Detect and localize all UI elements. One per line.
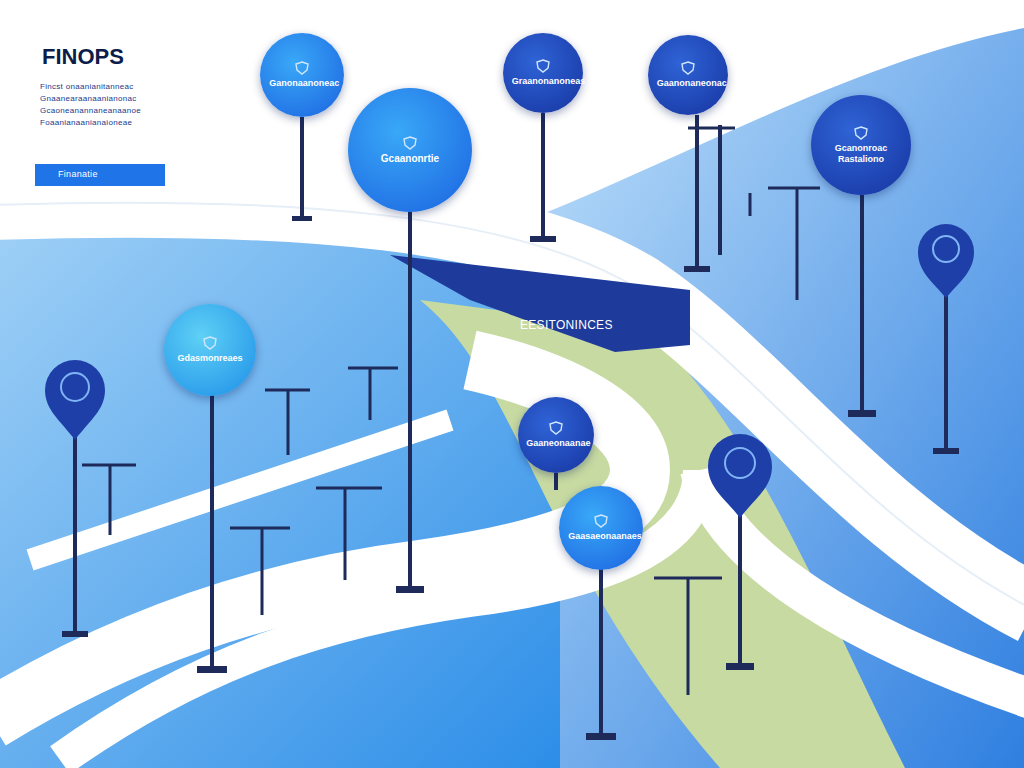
pin-circle: Gcaanonrtie [348, 88, 472, 212]
node-label: Gcaanonrtie [381, 153, 439, 165]
text-label: Gnaanearaanaanianonac [40, 94, 137, 103]
text-label: EESITONINCES [520, 318, 613, 332]
pin-circle: Gcanonroac Rastaliono [811, 95, 911, 195]
shield-icon [548, 421, 564, 435]
left-road [30, 420, 450, 560]
map-pins [45, 224, 974, 518]
pin-circle: Graanonanoneas [503, 33, 583, 113]
pin-circle: Gaaneonaanae [518, 397, 594, 473]
street-lamps [82, 125, 820, 695]
node-label: Gcanonroac Rastaliono [822, 143, 900, 164]
pole-bases [62, 216, 959, 740]
text-label: Foaanianaanianaioneae [40, 118, 132, 127]
pin-circle: Ganonaanoneac [260, 33, 344, 117]
node-label: Gaasaeonaanaes [568, 531, 634, 541]
shield-icon [593, 514, 609, 528]
text-label: Fincst onaanianitanneac [40, 82, 134, 91]
pin-circle: Gaasaeonaanaes [559, 486, 643, 570]
shield-icon [202, 336, 218, 350]
diagram-title: FINOPS [42, 44, 124, 70]
shield-icon [402, 136, 418, 150]
node-label: Graanonanoneas [512, 76, 574, 86]
shield-icon [680, 61, 696, 75]
blue-bar [35, 164, 165, 186]
node-label: Ganonaanoneac [269, 78, 335, 88]
text-label: Gcaoneanannaneanaanoe [40, 106, 141, 115]
node-label: Gdasmonreaes [177, 353, 242, 363]
lower-road [0, 360, 640, 720]
poles [75, 113, 946, 735]
shield-icon [535, 59, 551, 73]
pin-circle: Gaanonaneonac [648, 35, 728, 115]
node-label: Gaanonaneonac [657, 78, 719, 88]
dark-band [390, 255, 690, 352]
shield-icon [853, 126, 869, 140]
text-label: Finanatie [58, 169, 98, 179]
pin-circle: Gdasmonreaes [164, 304, 256, 396]
shield-icon [294, 61, 310, 75]
node-label: Gaaneonaanae [526, 438, 585, 448]
